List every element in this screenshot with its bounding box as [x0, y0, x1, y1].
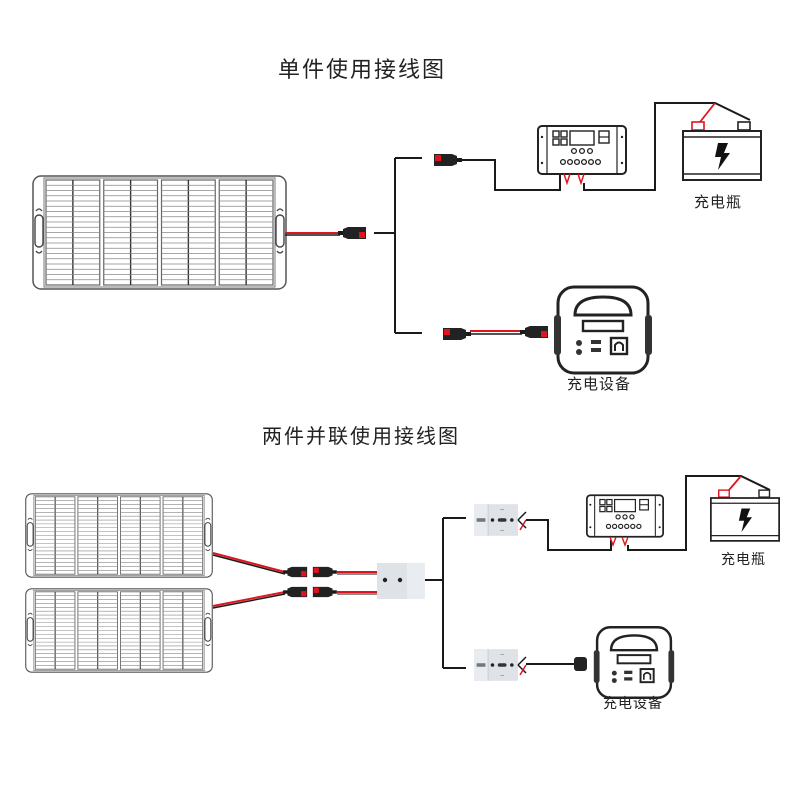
black-wire: [212, 554, 286, 575]
controller-input-wire: [462, 159, 561, 191]
single-section-title: 单件使用接线图: [278, 58, 447, 83]
controller-terminal-wires: [563, 173, 585, 186]
battery-red-wire: [699, 102, 716, 123]
single-battery-label: 充电瓶: [694, 193, 743, 211]
red-wire: [519, 519, 527, 531]
battery-icon: [710, 489, 780, 542]
dc-plug-icon: [574, 657, 587, 671]
charge-controller-icon: [537, 125, 627, 175]
mc4-connector-icon: [443, 328, 471, 340]
mc4-connector-icon: [338, 227, 366, 239]
controller-output-wire: [583, 102, 751, 191]
red-wire: [212, 591, 286, 607]
mc4-connector-icon: [520, 326, 548, 338]
parallel-device-label: 充电设备: [603, 696, 663, 712]
mc4-connector-icon: [434, 154, 462, 166]
single-device-label: 充电设备: [567, 375, 632, 393]
controller-input-wire: [526, 519, 612, 551]
anderson-plug-icon: [474, 503, 518, 537]
solar-panel-icon: [32, 175, 287, 290]
controller-terminal-wires: [609, 536, 629, 547]
branch-wire: [374, 157, 422, 334]
branch-wire: [425, 517, 466, 669]
black-wire: [212, 593, 286, 609]
black-wire: [517, 656, 527, 674]
parallel-battery-label: 充电瓶: [721, 552, 766, 568]
battery-red-wire: [728, 475, 742, 491]
parallel-section-title: 两件并联使用接线图: [262, 424, 460, 448]
controller-output-wire: [627, 475, 771, 551]
battery-icon: [682, 121, 762, 181]
solar-panel-icon: [25, 588, 213, 673]
mc4-connector-icon: [312, 586, 337, 598]
single-section: [32, 102, 762, 375]
anderson-plug-icon: [474, 648, 518, 682]
charge-controller-icon: [586, 494, 664, 538]
solar-panel-icon: [25, 493, 213, 578]
power-station-icon: [553, 285, 653, 375]
mc4-connector-icon: [312, 566, 337, 578]
black-wire: [517, 511, 527, 529]
power-station-icon: [593, 625, 675, 700]
mc4-connector-icon: [283, 586, 308, 598]
red-wire: [212, 552, 286, 573]
mc4-connector-icon: [283, 566, 308, 578]
anderson-plug-icon: [377, 563, 425, 599]
red-wire: [519, 664, 527, 676]
parallel-section: [25, 475, 780, 700]
